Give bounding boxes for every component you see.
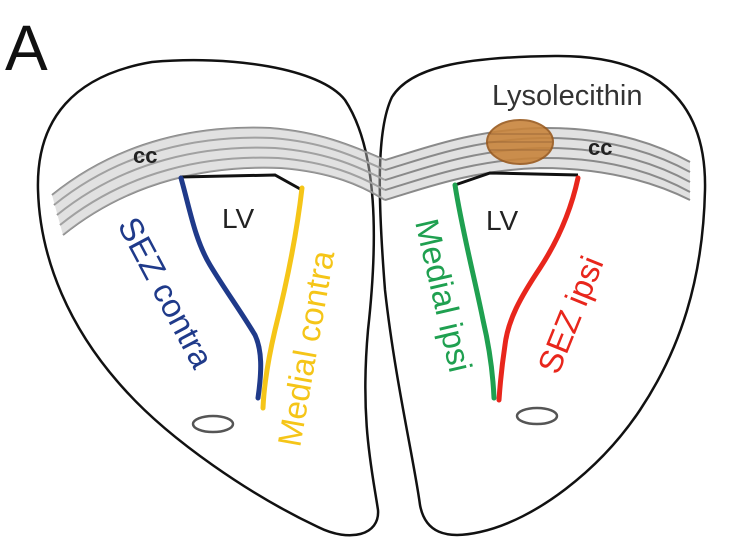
lv-label-left: LV [222,203,254,234]
cc-label-right: cc [588,135,612,160]
anterior-commissure-left [193,416,233,432]
sez-contra-label: SEZ contra [111,211,221,375]
cc-label-left: cc [133,143,157,168]
corpus-callosum-left-fill [52,128,385,235]
medial-ipsi-label: Medial ipsi [408,215,479,375]
lysolecithin-label: Lysolecithin [492,80,642,112]
sez-ipsi-label: SEZ ipsi [530,251,610,379]
lv-label-right: LV [486,205,518,236]
lateral-ventricle-left [180,175,302,190]
panel-label: A [5,12,48,84]
anterior-commissure-right [517,408,557,424]
medial-contra-label: Medial contra [270,247,341,449]
